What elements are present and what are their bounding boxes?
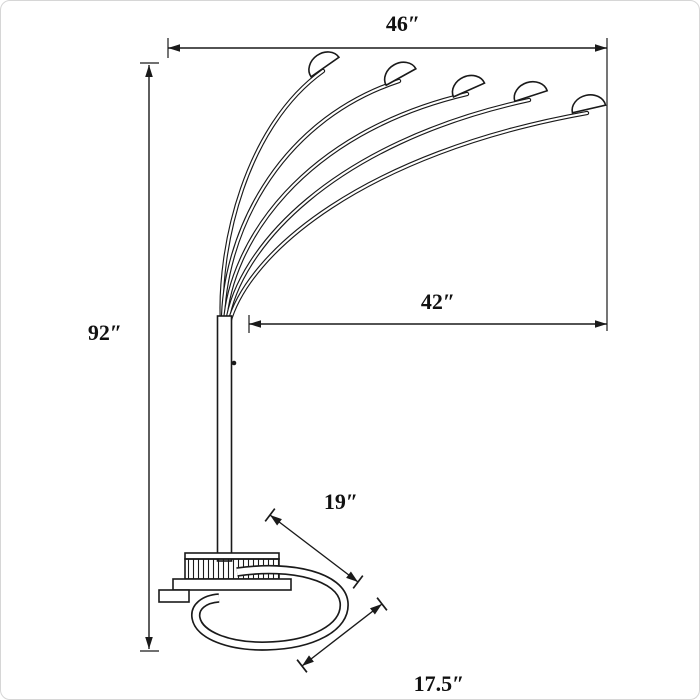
dimension-line bbox=[269, 514, 359, 583]
lamp-shades bbox=[308, 51, 607, 114]
dimension-label: 19″ bbox=[324, 489, 358, 514]
lamp-arm-highlight bbox=[221, 79, 401, 325]
dimension-arm-span: 42″ bbox=[248, 289, 607, 333]
dimension-label: 42″ bbox=[421, 289, 455, 314]
arrowhead-left-icon bbox=[249, 320, 261, 328]
arrowhead-down-icon bbox=[145, 637, 153, 649]
lamp-shade-icon bbox=[513, 80, 549, 103]
arrowhead-left-icon bbox=[168, 44, 180, 52]
arrowhead-right-icon bbox=[595, 44, 607, 52]
dimension-label: 17.5″ bbox=[414, 671, 465, 696]
arrowhead-upleft-icon bbox=[270, 515, 282, 526]
arrowhead-right-icon bbox=[595, 320, 607, 328]
dimmer-switch-knob bbox=[231, 360, 237, 366]
lamp-arm-highlight bbox=[225, 98, 531, 325]
lamp-shade-icon bbox=[571, 94, 607, 114]
base-foot bbox=[158, 589, 190, 603]
lamp-arms bbox=[219, 68, 590, 326]
dimension-line bbox=[301, 603, 383, 667]
arrowhead-downleft-icon bbox=[302, 655, 314, 666]
arrowhead-up-icon bbox=[145, 65, 153, 77]
lamp-arm bbox=[220, 78, 402, 326]
lamp-drawing bbox=[158, 51, 607, 651]
lamp-pole bbox=[216, 315, 233, 562]
dimension-base-depth: 19″ bbox=[264, 489, 364, 589]
lamp-arm-highlight bbox=[223, 92, 469, 325]
lamp-shade-icon bbox=[383, 61, 417, 87]
arrowhead-upright-icon bbox=[370, 604, 382, 615]
dimension-height: 92″ bbox=[88, 62, 159, 652]
arrowhead-downright-icon bbox=[346, 571, 358, 582]
base-hoop bbox=[191, 564, 349, 651]
base-step bbox=[172, 578, 292, 591]
dimension-base-width: 17.5″ bbox=[296, 597, 465, 696]
base-hoop-tube-highlight bbox=[192, 566, 348, 650]
lamp-base bbox=[158, 552, 292, 603]
lamp-shade-icon bbox=[451, 74, 486, 98]
lamp-arm bbox=[226, 110, 590, 326]
lamp-shade-icon bbox=[308, 51, 341, 78]
lamp-arm-highlight bbox=[227, 111, 589, 325]
base-top-edge bbox=[184, 552, 280, 560]
dimension-top-width: 46″ bbox=[167, 11, 608, 331]
dimension-label: 46″ bbox=[386, 11, 420, 36]
lamp-arm-highlight bbox=[220, 69, 325, 325]
dimension-label: 92″ bbox=[88, 320, 122, 345]
